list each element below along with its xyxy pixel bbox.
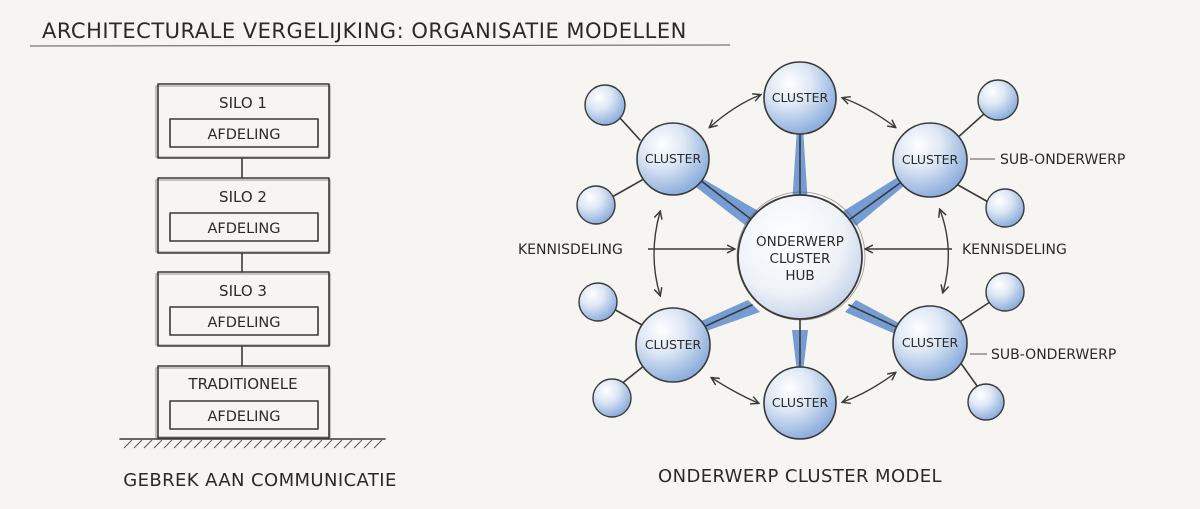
sub-topic-label-upper: SUB-ONDERWERP	[1000, 152, 1125, 168]
silo-stack: SILO 1 AFDELING SILO 2 AFDELING SILO 3 A…	[119, 83, 386, 449]
cluster-spheres	[635, 61, 968, 440]
cluster-bottom	[763, 366, 837, 440]
cluster-model: ONDERWERP CLUSTER HUB CLUSTER CLUSTER CL…	[518, 61, 1125, 440]
double-arrow-icon	[653, 95, 948, 403]
page-title: ARCHITECTURALE VERGELIJKING: ORGANISATIE…	[42, 19, 687, 43]
cluster-lower-right-label: CLUSTER	[902, 335, 959, 350]
subtopic-sphere	[578, 282, 618, 322]
silo-2: SILO 2 AFDELING	[155, 177, 331, 254]
silo-1: SILO 1 AFDELING	[155, 83, 331, 159]
cluster-upper-left	[636, 122, 710, 196]
sub-topic-label-lower: SUB-ONDERWERP	[991, 347, 1116, 363]
left-caption: GEBREK AAN COMMUNICATIE	[123, 470, 397, 491]
silo-1-label: SILO 1	[219, 94, 267, 112]
subtopic-spheres	[576, 79, 1025, 421]
hub-label-line-1: ONDERWERP	[756, 234, 844, 250]
silo-3: SILO 3 AFDELING	[155, 271, 331, 347]
cluster-top	[763, 61, 837, 135]
subtopic-sphere	[576, 185, 616, 225]
ground-hatch	[119, 438, 386, 449]
subtopic-stems	[611, 112, 994, 391]
cluster-lower-left	[635, 307, 711, 383]
silo-2-dept: AFDELING	[207, 221, 280, 237]
silo-2-label: SILO 2	[219, 188, 267, 206]
cluster-upper-right	[892, 122, 968, 198]
title-underline	[29, 44, 731, 47]
cluster-top-label: CLUSTER	[772, 90, 829, 105]
hub-label-line-2: CLUSTER	[770, 251, 831, 267]
cluster-lower-left-label: CLUSTER	[645, 337, 702, 352]
cluster-upper-right-label: CLUSTER	[902, 152, 959, 167]
hub-sphere-outline	[736, 191, 866, 321]
hub-links	[696, 129, 906, 371]
subtopic-sphere	[584, 84, 626, 126]
subtopic-sphere	[967, 383, 1005, 421]
knowledge-sharing-right: KENNISDELING	[962, 242, 1067, 258]
subtopic-sphere	[985, 188, 1025, 228]
subtopic-sphere	[977, 79, 1019, 121]
cluster-lower-right	[892, 305, 968, 381]
silo-1-dept: AFDELING	[207, 127, 280, 143]
silo-traditional-dept: AFDELING	[207, 409, 280, 425]
subtopic-sphere	[592, 378, 632, 418]
silo-3-dept: AFDELING	[207, 315, 280, 331]
cluster-bottom-label: CLUSTER	[772, 395, 829, 410]
right-caption: ONDERWERP CLUSTER MODEL	[658, 466, 942, 487]
silo-traditional-label: TRADITIONELE	[187, 375, 297, 393]
subtopic-sphere	[985, 272, 1025, 312]
silo-traditional: TRADITIONELE AFDELING	[155, 365, 331, 439]
hub-sphere	[737, 194, 863, 320]
cluster-upper-left-label: CLUSTER	[645, 151, 702, 166]
knowledge-sharing-left: KENNISDELING	[518, 242, 623, 258]
hub-label-line-3: HUB	[785, 268, 814, 284]
silo-3-label: SILO 3	[219, 282, 267, 300]
